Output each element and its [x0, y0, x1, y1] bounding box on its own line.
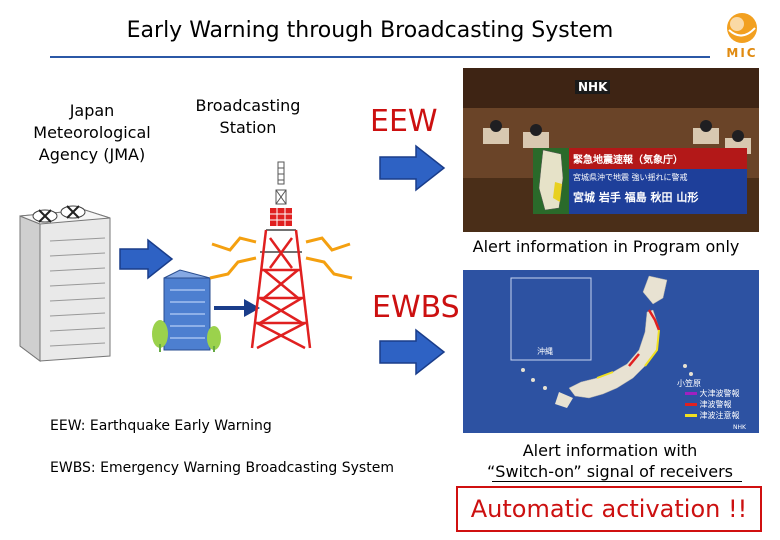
okinawa-label: 沖縄: [537, 347, 553, 356]
page-title: Early Warning through Broadcasting Syste…: [126, 18, 614, 43]
eew-alert-sub: 宮城県沖で地震 強い揺れに警戒: [573, 173, 688, 182]
caption-switch-on-line: Alert information with: [522, 441, 698, 460]
station-label: Broadcasting Station: [178, 95, 318, 139]
jma-building-icon: [19, 205, 111, 362]
caption-switch-on-line: “Switch-on” signal of receivers: [487, 462, 733, 481]
arrow-eew-icon: [379, 144, 446, 192]
jma-label: Japan Meteorological Agency (JMA): [22, 100, 162, 166]
studio-building-icon: [152, 269, 221, 352]
eew-label: EEW: [370, 104, 438, 139]
tv-screenshot-program: NHK 緊急地震速報（気象庁） 宮城県沖で地震 強い揺れに警戒 宮城 岩手 福島…: [463, 68, 759, 232]
jma-label-line: Japan: [69, 101, 115, 120]
mic-logo-icon: [727, 13, 757, 43]
mic-logo: MIC: [720, 8, 764, 64]
mic-logo-text: MIC: [726, 46, 758, 60]
arrow-ewbs-icon: [379, 328, 446, 376]
jma-label-line: Meteorological: [33, 123, 151, 142]
caption-underline: [492, 481, 742, 482]
tohoku-map: [533, 148, 569, 214]
title-underline: [50, 56, 710, 58]
legend-item-warning: 津波警報: [685, 399, 755, 410]
station-label-line: Broadcasting: [195, 96, 301, 115]
tv-corner-mark: NHK: [733, 424, 746, 431]
ogasawara-label: 小笠原: [677, 379, 701, 388]
eew-alert-regions: 宮城 岩手 福島 秋田 山形: [573, 191, 699, 204]
legend-item-advisory: 津波注意報: [685, 410, 755, 421]
tohoku-map-icon: [538, 149, 564, 211]
arrow-jma-to-station-icon: [119, 238, 174, 280]
tv-screenshot-ewbs: 沖縄 小笠原 大津波警報 津波警報 津波注意報 NHK: [463, 270, 759, 433]
caption-switch-on: Alert information with “Switch-on” signa…: [458, 440, 762, 482]
arrow-studio-to-tower-icon: [214, 299, 260, 317]
jma-label-line: Agency (JMA): [38, 145, 146, 164]
tsunami-legend: 大津波警報 津波警報 津波注意報: [685, 388, 755, 421]
japan-tsunami-map-icon: [463, 270, 759, 433]
eew-alert-banner: 緊急地震速報（気象庁）: [569, 148, 747, 169]
automatic-activation-callout: Automatic activation !!: [456, 486, 762, 532]
legend-item-major: 大津波警報: [685, 388, 755, 399]
eew-alert-overlay: 緊急地震速報（気象庁） 宮城県沖で地震 強い揺れに警戒 宮城 岩手 福島 秋田 …: [569, 148, 747, 214]
caption-program-only: Alert information in Program only: [472, 237, 740, 256]
ewbs-label: EWBS: [372, 290, 460, 325]
broadcast-tower-icon: [209, 161, 353, 350]
station-label-line: Station: [219, 118, 277, 137]
definition-eew: EEW: Earthquake Early Warning: [50, 418, 272, 434]
nhk-logo: NHK: [575, 80, 611, 94]
definition-ewbs: EWBS: Emergency Warning Broadcasting Sys…: [50, 460, 394, 476]
